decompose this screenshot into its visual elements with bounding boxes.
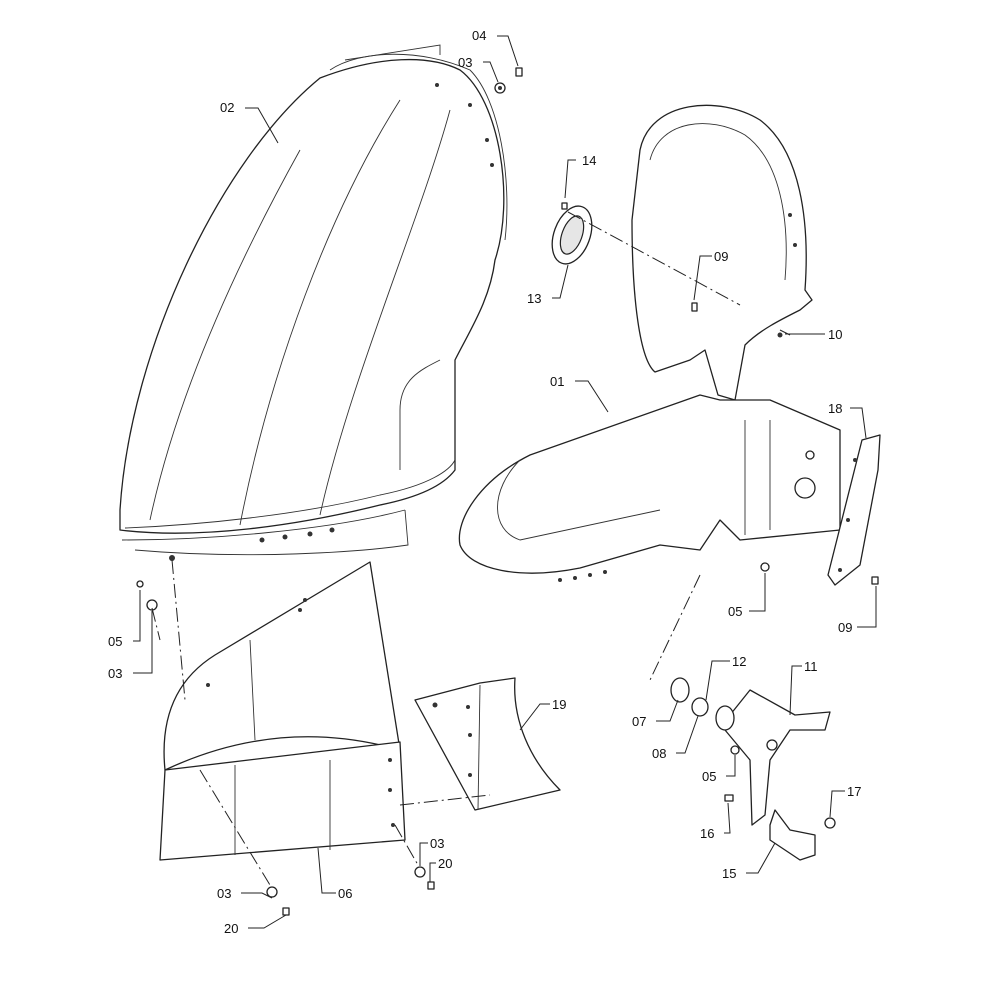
callout-label: 10 [828, 327, 843, 342]
part-hood [119, 44, 508, 561]
callout-label: 03 [458, 55, 473, 70]
part-frame [458, 104, 841, 582]
callout-label: 18 [828, 401, 843, 416]
callout-label: 09 [714, 249, 729, 264]
callout-label: 07 [632, 714, 647, 729]
callout-label: 06 [338, 886, 353, 901]
callout-label: 13 [527, 291, 542, 306]
callout-label: 08 [652, 746, 667, 761]
callout-label: 16 [700, 826, 715, 841]
callout-label: 05 [108, 634, 123, 649]
leader-lines [133, 35, 877, 929]
callout-label: 17 [847, 784, 862, 799]
callout-label: 05 [702, 769, 717, 784]
part-skirt [159, 561, 406, 861]
callout-label: 14 [582, 153, 597, 168]
callout-label: 12 [732, 654, 747, 669]
callout-label: 09 [838, 620, 853, 635]
part-grommet-13 [551, 205, 593, 265]
callout-label: 02 [220, 100, 235, 115]
callout-label: 03 [430, 836, 445, 851]
part-plate-18 [827, 434, 881, 586]
callout-label: 03 [217, 886, 232, 901]
hardware [136, 67, 879, 916]
callout-label: 11 [804, 659, 818, 674]
callout-label: 20 [438, 856, 453, 871]
part-bracket-15 [769, 809, 816, 861]
callout-label: 03 [108, 666, 123, 681]
callout-label: 05 [728, 604, 743, 619]
callout-label: 01 [550, 374, 565, 389]
callout-label: 15 [722, 866, 737, 881]
part-bracket-11 [724, 689, 831, 826]
callout-label: 19 [552, 697, 567, 712]
callout-label: 20 [224, 921, 239, 936]
callout-label: 04 [472, 28, 487, 43]
centerlines [151, 211, 791, 886]
part-bracket-19 [414, 677, 561, 811]
